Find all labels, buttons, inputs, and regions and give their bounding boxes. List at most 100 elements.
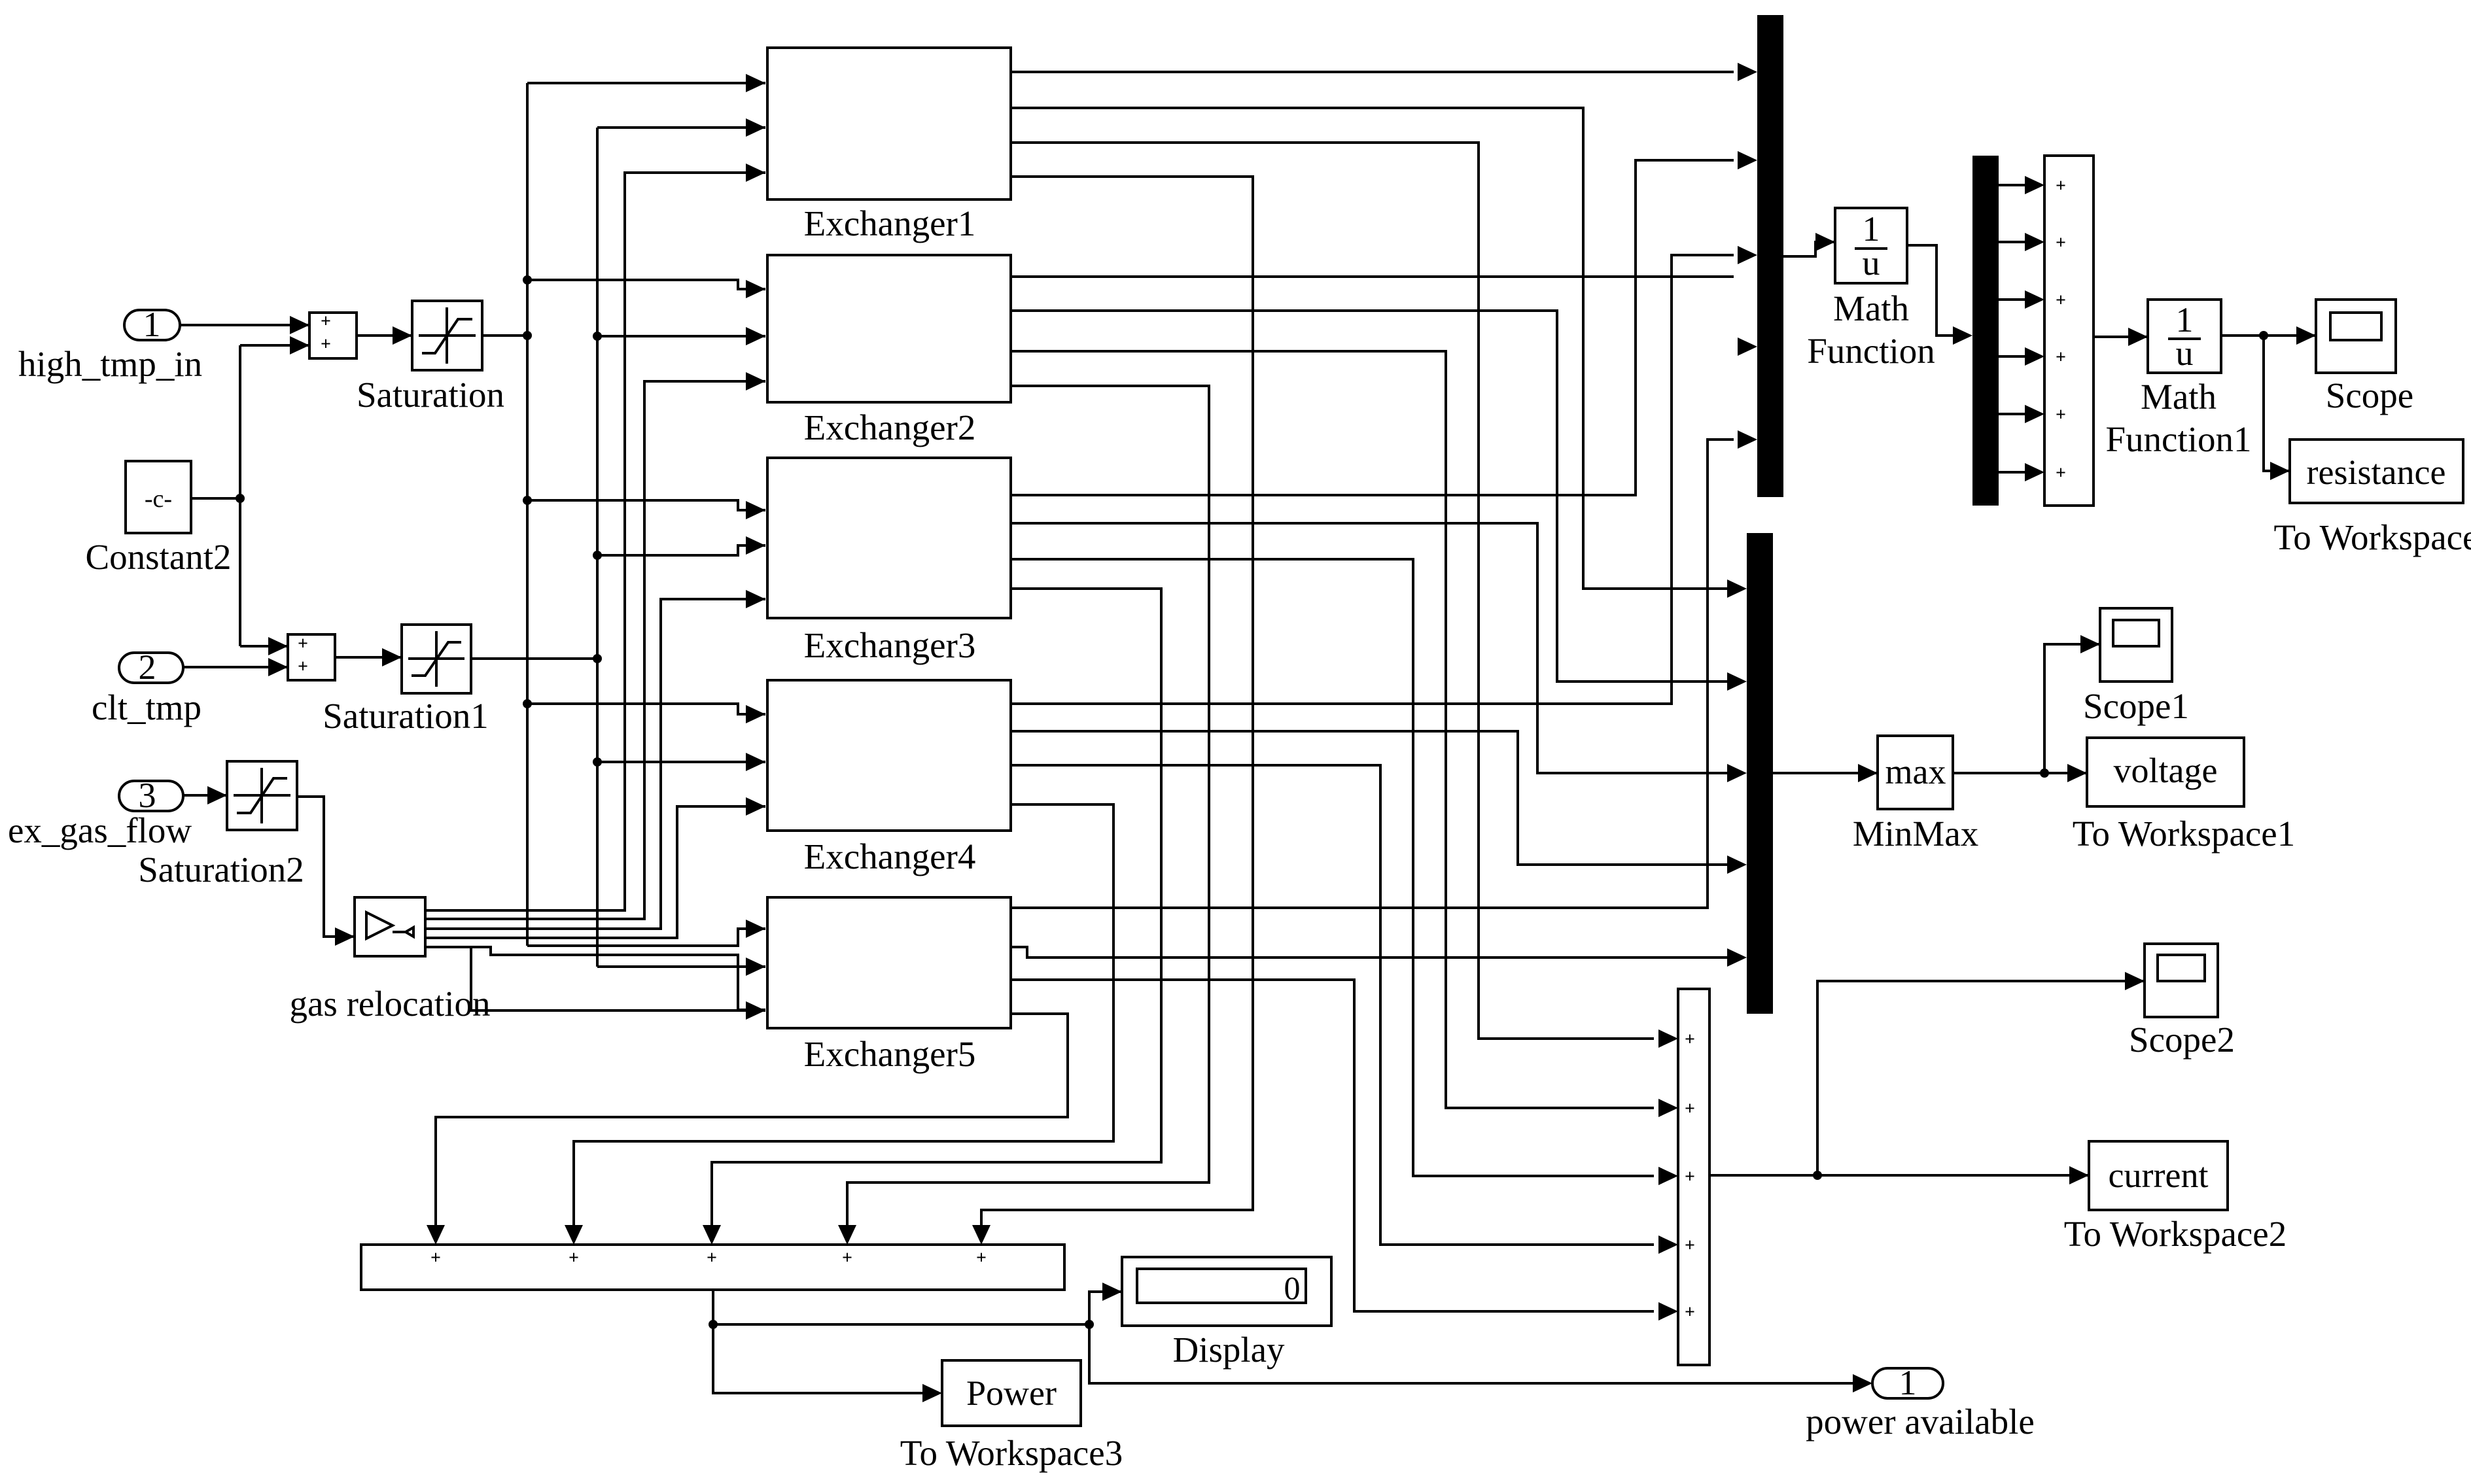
- scope2-block[interactable]: [2143, 942, 2219, 1018]
- minmax-label: MinMax: [1853, 814, 1979, 854]
- arrowhead: [746, 164, 765, 182]
- math-function-block[interactable]: 1 u: [1834, 207, 1908, 285]
- arrowhead: [1853, 1374, 1872, 1392]
- arrowhead: [1815, 233, 1835, 251]
- demux-bus[interactable]: [1972, 156, 1999, 506]
- saturation-label: Saturation: [357, 375, 504, 415]
- arrowhead: [1738, 63, 1757, 81]
- constant-block[interactable]: -c-: [124, 460, 192, 534]
- display-block[interactable]: 0: [1121, 1256, 1333, 1327]
- arrowhead: [1658, 1167, 1678, 1185]
- outport-label: power available: [1806, 1402, 2035, 1441]
- constant-label: Constant2: [85, 537, 231, 577]
- inport-number: 3: [139, 776, 156, 815]
- sum-sign: +: [321, 334, 331, 354]
- exchanger-label: Exchanger2: [804, 407, 976, 447]
- sum-block-vertical-lower[interactable]: + + + + +: [1677, 988, 1711, 1366]
- sum-sign: +: [1685, 1235, 1695, 1256]
- arrowhead: [746, 797, 765, 816]
- to-workspace-current[interactable]: current: [2088, 1140, 2229, 1211]
- mux-bus-lower[interactable]: [1747, 533, 1773, 1014]
- wire-saturation2-to-gasrel: [297, 795, 355, 938]
- arrowhead: [1658, 1302, 1678, 1320]
- scope-label: Scope2: [2129, 1020, 2235, 1060]
- wire-sum3-to-current: [1709, 980, 2145, 1177]
- to-workspace-label: To Workspace3: [900, 1433, 1123, 1473]
- arrowhead: [746, 327, 765, 345]
- exchanger5-block[interactable]: [766, 896, 1012, 1029]
- math-function-label-line2: Function1: [2105, 419, 2251, 459]
- saturation1-block[interactable]: [400, 623, 472, 695]
- arrowhead: [746, 1001, 765, 1020]
- arrowhead: [746, 705, 765, 723]
- to-workspace-resistance[interactable]: resistance: [2288, 438, 2464, 504]
- exchanger3-block[interactable]: [766, 457, 1012, 619]
- outport-power-available[interactable]: 1: [1871, 1363, 1944, 1402]
- to-workspace-label: To Workspace2: [2064, 1214, 2287, 1254]
- minmax-block[interactable]: max: [1876, 734, 1954, 810]
- scope-label: Scope1: [2083, 686, 2189, 726]
- arrowhead: [746, 372, 765, 390]
- sum-sign: +: [2056, 463, 2066, 483]
- saturation2-block[interactable]: [226, 760, 298, 831]
- junction-dots: [236, 275, 2268, 1329]
- wire-gasrel-outputs: [425, 171, 765, 1012]
- math-numerator: 1: [1863, 209, 1880, 249]
- inport-ex-gas-flow[interactable]: 3: [118, 776, 184, 815]
- sum-block-vertical-top[interactable]: + + + + + +: [2043, 154, 2095, 507]
- arrowhead: [1658, 1029, 1678, 1048]
- arrowhead: [2025, 463, 2044, 481]
- math-function-label-line1: Math: [1833, 288, 1909, 328]
- mux-bus-top[interactable]: [1757, 15, 1783, 497]
- arrowhead: [1738, 151, 1757, 169]
- exchanger-label: Exchanger5: [804, 1034, 976, 1074]
- arrowhead: [746, 920, 765, 938]
- inport-high-tmp-in[interactable]: 1: [123, 305, 181, 344]
- sum-sign: +: [2056, 347, 2066, 368]
- arrowhead: [972, 1225, 990, 1245]
- arrowhead: [2128, 328, 2148, 346]
- math-function1-block[interactable]: 1 u: [2147, 298, 2222, 374]
- arrowhead: [1953, 326, 1972, 345]
- exchanger4-block[interactable]: [766, 679, 1012, 832]
- wire-ex-to-sum3: [1011, 141, 1654, 1313]
- wire-ex-to-bottomsum: [434, 175, 1254, 1230]
- sum-block-input1[interactable]: + +: [287, 633, 336, 682]
- exchanger-label: Exchanger3: [804, 625, 976, 665]
- arrowhead: [2296, 326, 2316, 345]
- saturation-block[interactable]: [411, 300, 483, 371]
- arrowhead: [1727, 579, 1747, 598]
- to-workspace-label: To Workspace: [2274, 517, 2471, 557]
- arrowhead: [1727, 855, 1747, 874]
- arrowhead: [1727, 948, 1747, 967]
- scope-block[interactable]: [2315, 298, 2397, 374]
- sum-sign: +: [1685, 1167, 1695, 1187]
- to-workspace-power[interactable]: Power: [941, 1359, 1082, 1427]
- arrowhead: [1102, 1283, 1122, 1301]
- exchanger1-block[interactable]: [766, 46, 1012, 201]
- arrowhead: [2069, 1166, 2089, 1184]
- to-workspace-label: To Workspace1: [2073, 814, 2295, 854]
- arrowhead: [703, 1225, 721, 1245]
- arrowhead: [2270, 462, 2290, 480]
- sum-block-horizontal-bottom[interactable]: + + + + +: [360, 1243, 1066, 1291]
- to-workspace-voltage[interactable]: voltage: [2086, 736, 2245, 808]
- gas-relocation-block[interactable]: [353, 896, 427, 958]
- wire-saturation1-trunk: [471, 126, 765, 968]
- saturation-label: Saturation1: [323, 696, 489, 736]
- arrowhead: [382, 648, 402, 666]
- scope1-block[interactable]: [2099, 607, 2173, 683]
- arrowhead: [1658, 1235, 1678, 1254]
- arrowhead: [2025, 405, 2044, 423]
- display-value: 0: [1284, 1269, 1301, 1306]
- sum-sign: +: [2056, 176, 2066, 196]
- saturation-label: Saturation2: [138, 850, 304, 889]
- sum-block-input[interactable]: + +: [308, 311, 358, 360]
- scope-label: Scope: [2326, 375, 2413, 415]
- inport-clt-tmp[interactable]: 2: [118, 647, 184, 687]
- sum-sign: +: [569, 1248, 579, 1268]
- arrowhead: [746, 118, 765, 137]
- exchanger2-block[interactable]: [766, 254, 1012, 404]
- gas-relocation-label: gas relocation: [290, 984, 491, 1024]
- arrowhead: [1727, 672, 1747, 691]
